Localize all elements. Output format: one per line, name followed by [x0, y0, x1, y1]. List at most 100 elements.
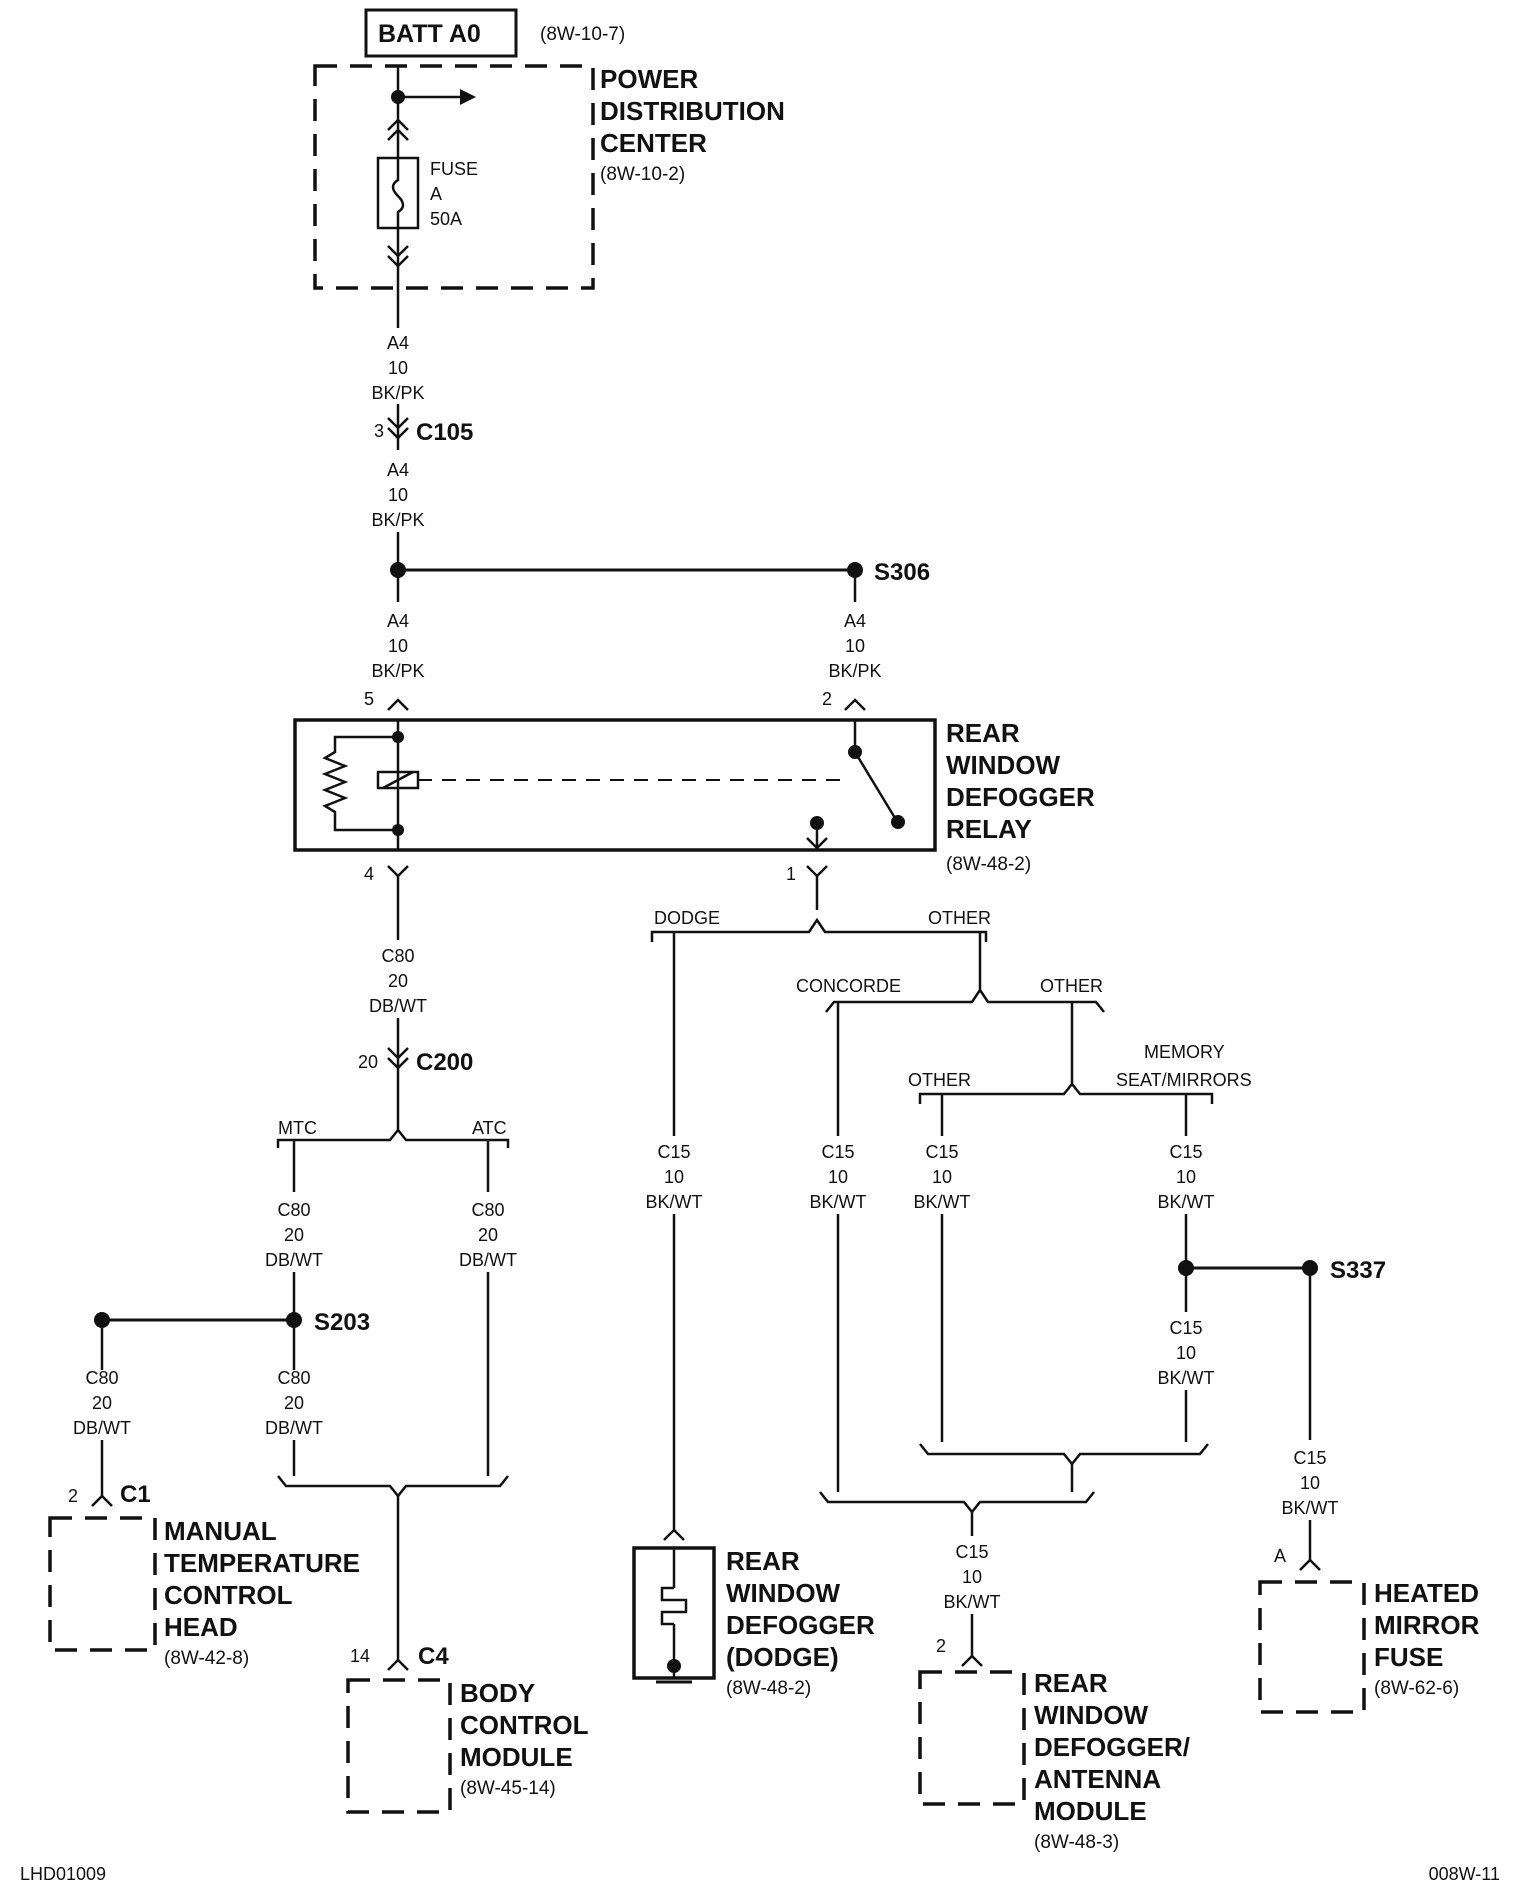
branch-label-concorde: CONCORDE [796, 976, 901, 996]
splice-dot [94, 1312, 110, 1328]
wire-label-line: C80 [85, 1368, 118, 1388]
pdc-ref: (8W-10-2) [600, 164, 685, 185]
wire-label-line: DB/WT [369, 996, 427, 1016]
relay-resistor-icon [321, 735, 398, 832]
wire-label-line: BK/PK [371, 510, 424, 530]
concorde-join-bracket [819, 1491, 1095, 1515]
relay-pin-4: 4 [364, 864, 374, 884]
wire-label-c15: C15 10 BK/WT [810, 1142, 867, 1212]
branch-label-other: OTHER [928, 908, 991, 928]
pdc-dashed-box [313, 64, 595, 290]
defogger-antenna-dashed-box [918, 1670, 1026, 1806]
defogger-dodge-title: REAR WINDOW DEFOGGER (DODGE) [726, 1546, 875, 1672]
c200-pin: 20 [358, 1052, 378, 1072]
relay-output-arrow-icon [806, 837, 828, 850]
bcm-join-bracket [277, 1475, 509, 1499]
pdc-title-line: POWER [600, 64, 698, 94]
defogger-antenna-title-line: REAR [1034, 1668, 1108, 1698]
wire-label-line: BK/PK [828, 661, 881, 681]
branch-label-mtc: MTC [278, 1118, 317, 1138]
heated-mirror-connector-icon [1299, 1558, 1321, 1571]
wire-label-c15: C15 10 BK/WT [1158, 1318, 1215, 1388]
mtc-atc-branch-bracket [276, 1127, 510, 1148]
wire-label-line: 20 [284, 1393, 304, 1413]
bcm-title-line: CONTROL [460, 1710, 589, 1740]
bcm-title-line: BODY [460, 1678, 535, 1708]
mtc-head-dashed-box [48, 1516, 157, 1652]
pdc-lower-connector-icon [387, 245, 409, 268]
c105-connector-icon [387, 417, 409, 440]
wire-label-line: A4 [387, 333, 409, 353]
wire-label-line: C80 [381, 946, 414, 966]
wire-label-line: DB/WT [265, 1418, 323, 1438]
wire-label-a4: A4 10 BK/PK [828, 611, 881, 681]
wire-label-line: BK/WT [1158, 1368, 1215, 1388]
branch-label-other: OTHER [1040, 976, 1103, 996]
branch-label-dodge: DODGE [654, 908, 720, 928]
defogger-dodge-title-line: WINDOW [726, 1578, 841, 1608]
wire-label-line: A4 [387, 460, 409, 480]
bcm-title-line: MODULE [460, 1742, 573, 1772]
fuse-element-icon [391, 158, 405, 228]
dodge-other-branch-bracket [650, 917, 988, 942]
other-memory-branch-bracket [918, 1081, 1214, 1104]
wire-label-c15: C15 10 BK/WT [646, 1142, 703, 1212]
wire-label-line: 10 [664, 1167, 684, 1187]
wire-label-line: C15 [925, 1142, 958, 1162]
defogger-dodge-ref: (8W-48-2) [726, 1678, 811, 1699]
branch-label-memory: MEMORY [1144, 1042, 1225, 1062]
s337-dot [1302, 1260, 1318, 1276]
defogger-grid-icon [660, 1586, 688, 1626]
bcm-dashed-box [346, 1678, 452, 1814]
c105-pin: 3 [374, 421, 384, 441]
wire-label-line: 10 [1300, 1473, 1320, 1493]
concorde-other-branch-bracket [825, 987, 1105, 1013]
wire-label-line: 20 [478, 1225, 498, 1245]
other-memory-join-bracket [919, 1443, 1209, 1467]
pdc-upper-connector-icon [387, 118, 409, 141]
wire-label-line: BK/WT [914, 1192, 971, 1212]
defogger-dodge-title-line: (DODGE) [726, 1642, 839, 1672]
s203-label: S203 [314, 1309, 370, 1336]
wire-label-c15: C15 10 BK/WT [914, 1142, 971, 1212]
pdc-title-line: CENTER [600, 128, 707, 158]
wire-label-line: C80 [277, 1200, 310, 1220]
s306-label: S306 [874, 559, 930, 586]
c4-connector-icon [387, 1658, 409, 1671]
relay-box [293, 718, 937, 852]
bcm-ref: (8W-45-14) [460, 1778, 556, 1799]
defogger-antenna-connector-icon [961, 1654, 983, 1667]
wire-label-line: 10 [845, 636, 865, 656]
footer-left-code: LHD01009 [20, 1864, 106, 1884]
relay-title-line: DEFOGGER [946, 782, 1095, 812]
wire-label-c80: C80 20 DB/WT [265, 1200, 323, 1270]
relay-pin-2-connector-icon [844, 698, 866, 711]
wire-label-line: 10 [388, 485, 408, 505]
wire-label-line: C80 [277, 1368, 310, 1388]
ground-dot [667, 1659, 681, 1673]
wire-label-line: BK/WT [810, 1192, 867, 1212]
defogger-dodge-title-line: DEFOGGER [726, 1610, 875, 1640]
fuse-label-line: FUSE [430, 159, 478, 179]
wire-label-line: 10 [828, 1167, 848, 1187]
relay-coil-diagonal [382, 770, 414, 790]
wire-label-line: BK/WT [944, 1592, 1001, 1612]
wire-label-line: 10 [1176, 1167, 1196, 1187]
defogger-antenna-title-line: DEFOGGER/ [1034, 1732, 1190, 1762]
batt-ref: (8W-10-7) [540, 24, 625, 45]
wire-label-line: BK/WT [1282, 1498, 1339, 1518]
batt-label: BATT A0 [378, 20, 481, 48]
heated-mirror-ref: (8W-62-6) [1374, 1678, 1459, 1699]
relay-pin-5-connector-icon [387, 698, 409, 711]
wire-label-line: A4 [387, 611, 409, 631]
wire-label-c80: C80 20 DB/WT [459, 1200, 517, 1270]
footer-right-code: 008W-11 [1429, 1864, 1500, 1884]
wire-label-line: C15 [657, 1142, 690, 1162]
wire-label-c15: C15 10 BK/WT [1158, 1142, 1215, 1212]
fuse-label-line: 50A [430, 209, 462, 229]
heated-mirror-title: HEATED MIRROR FUSE [1374, 1578, 1480, 1672]
relay-switch-contact-dot [891, 815, 905, 829]
branch-label-atc: ATC [472, 1118, 507, 1138]
wire-label-line: 20 [388, 971, 408, 991]
